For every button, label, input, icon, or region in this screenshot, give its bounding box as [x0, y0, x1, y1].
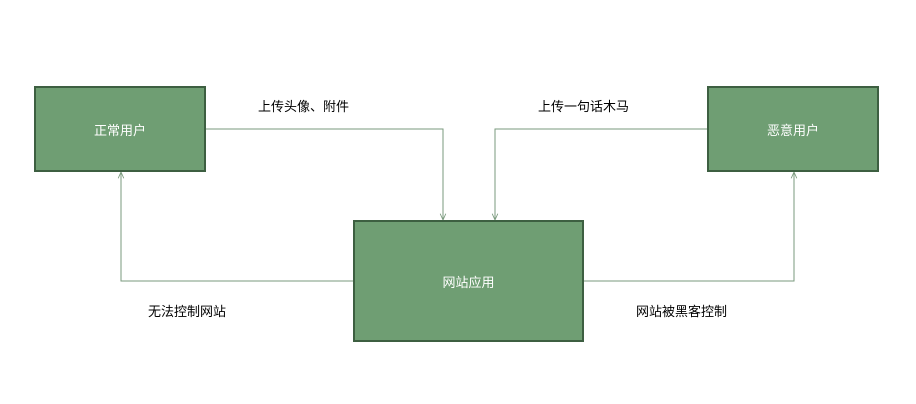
edge-malicious-to-site	[495, 128, 707, 220]
node-normal-user: 正常用户	[34, 86, 206, 172]
node-web-app-label: 网站应用	[442, 275, 495, 291]
node-normal-user-label: 正常用户	[93, 123, 146, 139]
edge-normal-to-site	[206, 128, 443, 220]
edge-label-upload-avatar: 上传头像、附件	[258, 100, 350, 115]
edge-label-cannot-control: 无法控制网站	[148, 305, 227, 320]
node-web-app: 网站应用	[353, 220, 584, 342]
edge-label-site-hacked: 网站被黑客控制	[636, 305, 728, 320]
edge-site-to-normal	[121, 172, 353, 282]
node-malicious-user-label: 恶意用户	[766, 123, 819, 139]
edge-label-upload-trojan: 上传一句话木马	[538, 100, 630, 115]
edge-site-to-malicious	[584, 172, 794, 282]
node-malicious-user: 恶意用户	[707, 86, 879, 172]
